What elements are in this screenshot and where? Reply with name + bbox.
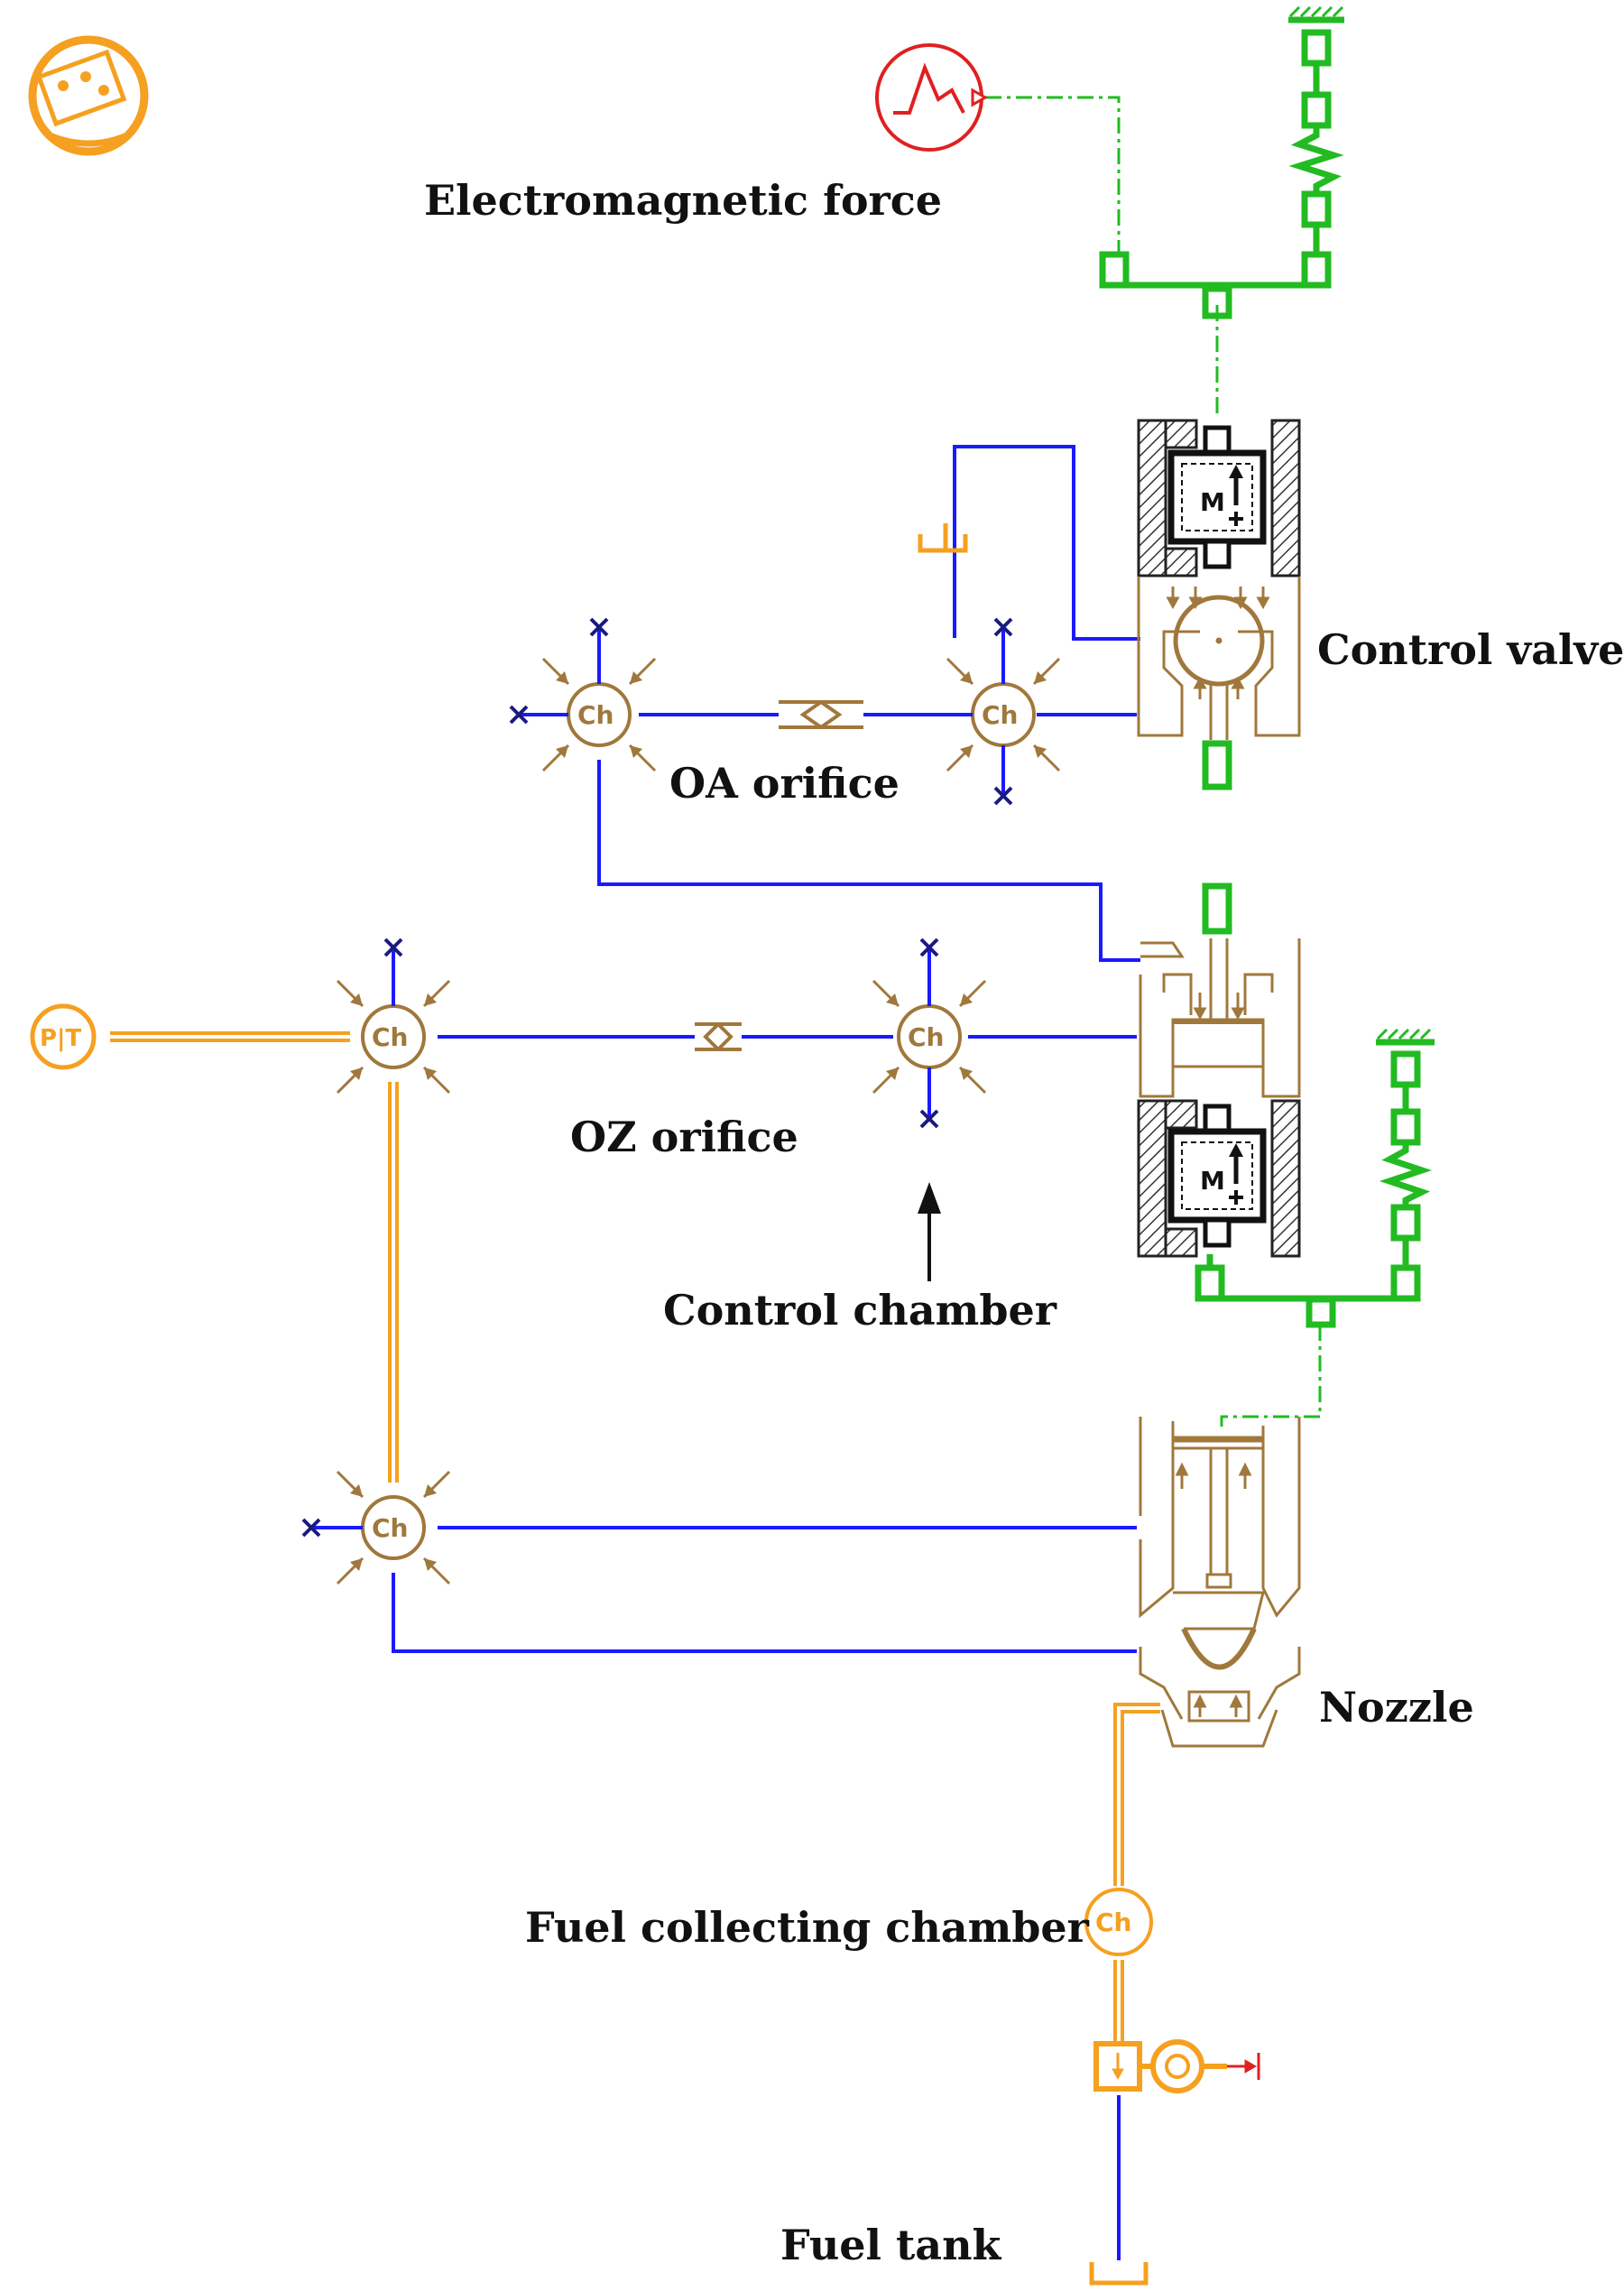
chamber-port-arrowhead [556, 745, 568, 758]
pt-source-label: P|T [40, 1025, 82, 1052]
chamber-port-arrowhead [350, 1484, 363, 1497]
port-cap-icon [589, 617, 609, 637]
orifice-oz [695, 1022, 742, 1051]
chamber-oa-right-label: Ch [982, 700, 1018, 730]
needle-spring-assembly [1195, 1028, 1435, 1328]
control-valve-mass-housing: M [1137, 419, 1301, 577]
chamber-port-arrowhead [960, 745, 973, 758]
flow-meter [1093, 2039, 1260, 2093]
chamber-oz-left [361, 947, 426, 1069]
port-cap-icon [919, 1109, 939, 1129]
chamber-port-arrowhead [350, 1067, 363, 1080]
library-icon [28, 35, 149, 156]
top-spring-assembly [1099, 5, 1344, 319]
chamber-port-arrowhead [424, 993, 437, 1006]
chamber-port-arrowhead [630, 671, 642, 684]
fuel-lines [110, 1031, 1160, 2041]
label-control-valve: Control valve [1317, 625, 1624, 674]
control-valve-mass-port [1202, 740, 1232, 790]
chamber-control [897, 947, 962, 1119]
port-cap-icon [383, 938, 403, 957]
chamber-oa-left-label: Ch [577, 700, 614, 730]
label-fuel-collecting-chamber: Fuel collecting chamber [525, 1903, 1090, 1952]
dashdot-links [985, 96, 1322, 1430]
pt-source: P|T [30, 1003, 97, 1070]
label-oa-orifice: OA orifice [669, 759, 900, 808]
chamber-decorations [301, 617, 1061, 1585]
fuel-collecting-chamber-component: Ch [1084, 1888, 1153, 1956]
chamber-port-arrowhead [1034, 671, 1047, 684]
chamber-oa-right [863, 627, 1036, 796]
nozzle-body [1139, 1417, 1301, 1748]
chamber-port-arrowhead [960, 1067, 973, 1080]
label-nozzle: Nozzle [1319, 1683, 1474, 1732]
chamber-port-arrowhead [886, 993, 899, 1006]
orifice-oa [779, 700, 863, 729]
chamber-port-arrowhead [556, 671, 568, 684]
port-cap-icon [993, 786, 1013, 806]
port-cap-icon [301, 1518, 321, 1538]
port-cap-icon [509, 705, 529, 725]
port-cap-icon [993, 617, 1013, 637]
chamber-nozzle-feed-label: Ch [372, 1513, 408, 1543]
chamber-port-arrowhead [350, 1558, 363, 1571]
signal-source [875, 43, 989, 152]
label-oz-orifice: OZ orifice [570, 1113, 798, 1161]
chamber-port-arrowhead [960, 671, 973, 684]
hydraulic-lines [392, 445, 1140, 2260]
mass-label: M [1200, 487, 1225, 517]
fuel-collecting-chamber-ch-label: Ch [1095, 1908, 1131, 1937]
control-chamber-arrow [918, 1182, 941, 1281]
tank-symbol-top [918, 523, 968, 553]
chamber-port-arrowhead [424, 1067, 437, 1080]
control-piston-body [1139, 938, 1301, 1098]
control-valve-body [1137, 577, 1301, 740]
label-fuel-tank: Fuel tank [780, 2221, 1002, 2269]
label-electromagnetic-force: Electromagnetic force [424, 176, 942, 225]
chamber-port-arrowhead [350, 993, 363, 1006]
chamber-port-arrowhead [886, 1067, 899, 1080]
needle-mass-label: M [1200, 1166, 1225, 1196]
chamber-port-arrowhead [960, 993, 973, 1006]
chamber-port-arrowhead [630, 745, 642, 758]
chamber-oz-left-label: Ch [372, 1022, 408, 1052]
chamber-nozzle-feed [311, 1495, 426, 1560]
chamber-port-arrowhead [424, 1484, 437, 1497]
tank-symbol-bottom [1089, 2262, 1149, 2286]
chamber-port-arrowhead [424, 1558, 437, 1571]
chamber-oa-left [519, 627, 632, 747]
port-cap-icon [919, 938, 939, 957]
chamber-control-label: Ch [908, 1022, 944, 1052]
needle-mass-housing: M [1137, 1099, 1301, 1258]
label-control-chamber: Control chamber [663, 1286, 1057, 1335]
chamber-port-arrowhead [1034, 745, 1047, 758]
needle-top-port [1202, 882, 1232, 935]
